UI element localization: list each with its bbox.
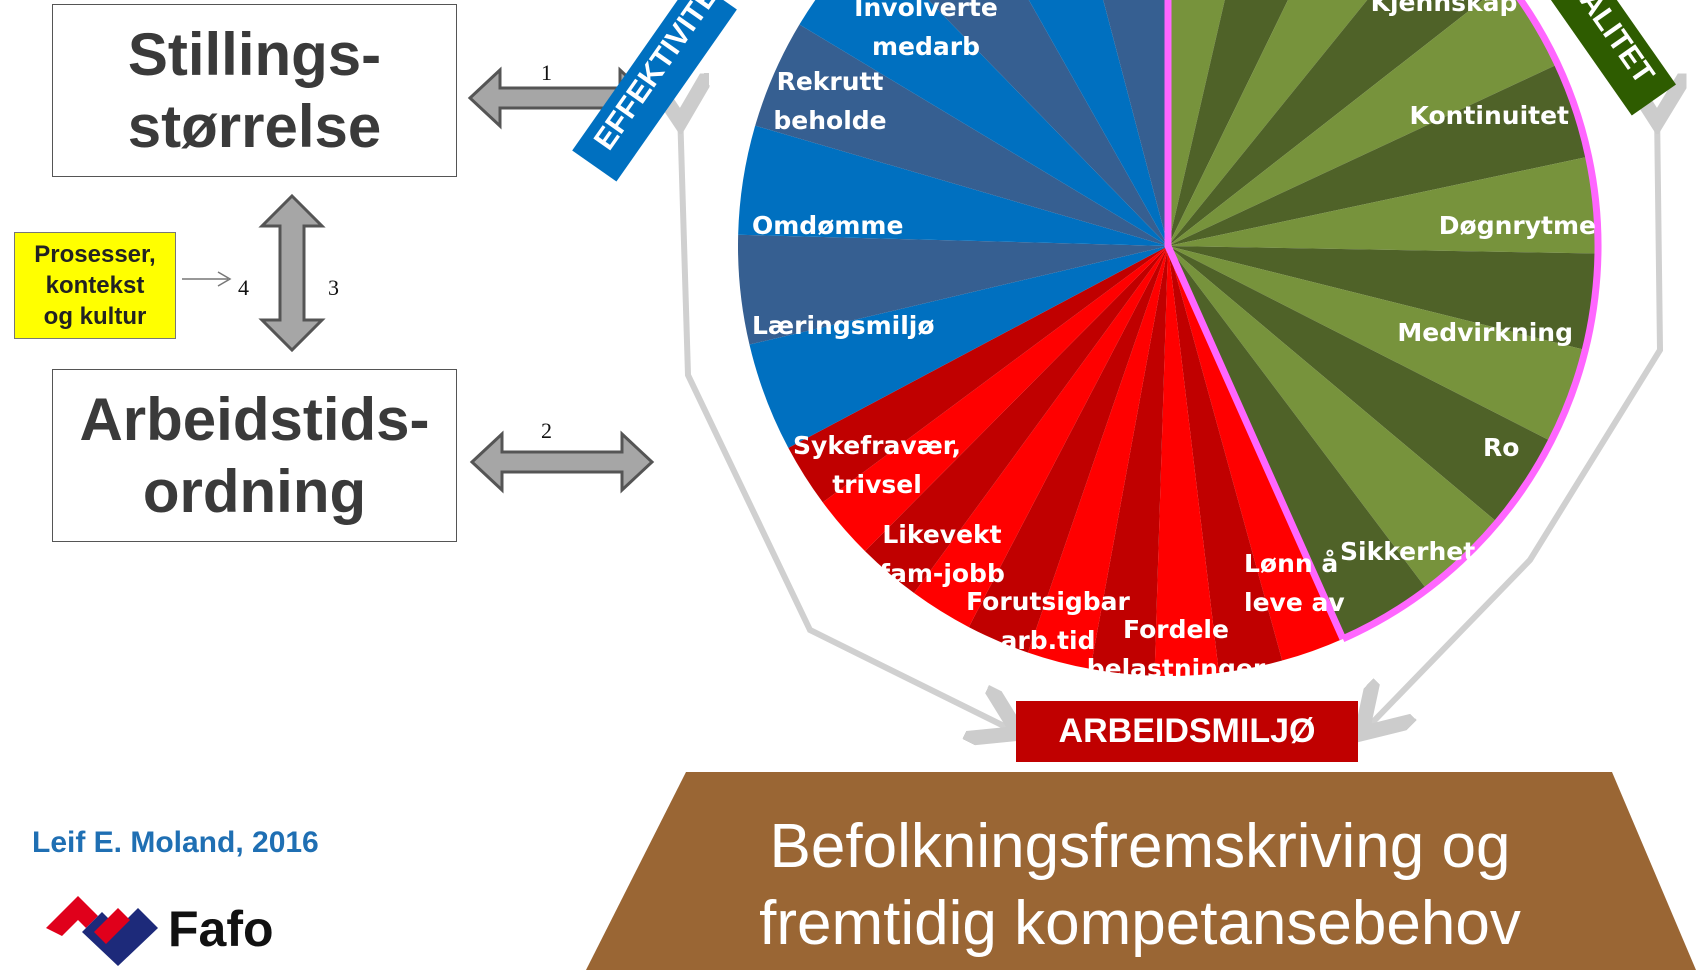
green-slice [1168,0,1288,246]
green-slice [1168,246,1586,442]
label-fordele: Fordele belastninger [1086,615,1266,683]
double-arrow-3 [258,193,326,353]
label-laeringsmiljo: Læringsmiljø [752,311,935,340]
stillingsstorrelse-box: Stillings- størrelse [52,4,457,177]
green-slice [1168,0,1558,246]
stillingsstorrelse-label: Stillings- størrelse [127,20,382,160]
label-forutsigbar: Forutsigbar arb.tid [966,587,1130,655]
blue-slice [1028,0,1168,246]
label-likevekt: Likevekt fam-jobb [879,520,1005,588]
green-slice [1168,156,1598,254]
label-involverte: Involverte medarb [854,0,998,61]
red-slice [1028,246,1168,669]
red-slice [822,246,1168,552]
arrow-number-3: 3 [328,275,339,300]
green-slice [1168,246,1552,523]
red-slice [1090,246,1168,676]
green-slice [1168,0,1368,246]
label-sikkerhet: Sikkerhet [1340,537,1476,566]
red-slice [865,246,1168,593]
blue-slice [738,125,1168,246]
red-slice [914,246,1168,628]
label-kjennskap: Kjennskap [1370,0,1518,17]
arrow-number-4: 4 [238,275,249,300]
author-credit: Leif E. Moland, 2016 [32,826,319,859]
blue-slice [749,246,1168,448]
label-medvirkning: Medvirkning [1397,318,1573,347]
left-cycle-arrow [680,110,1008,728]
blue-slice [799,0,1168,246]
double-arrow-2 [469,430,655,494]
right-cycle-arrow [1370,110,1660,725]
blue-slice [1103,0,1168,246]
prosesser-box: Prosesser, kontekst og kultur [14,232,176,339]
foundation-label: Befolkningsfremskriving og fremtidig kom… [759,812,1521,958]
quality-sector-outline [1164,0,1602,643]
blue-slice [755,24,1168,246]
prosesser-label: Prosesser, kontekst og kultur [34,241,156,330]
green-slice [1168,64,1589,247]
red-slice [1168,246,1283,673]
fafo-wordmark: Fafo [168,901,274,957]
arbeidstidsordning-box: Arbeidstids- ordning [52,369,457,542]
thin-arrow-4 [182,271,232,287]
arbeidsmiljo-banner: ARBEIDSMILJØ [1016,701,1358,762]
red-slice [968,246,1168,653]
red-slice [1154,246,1219,676]
label-kontinuitet: Kontinuitet [1409,101,1569,130]
blue-slice [928,0,1168,246]
label-lonn: Lønn å leve av [1244,549,1345,617]
green-slice [1168,0,1225,246]
label-ro: Ro [1483,433,1520,462]
arbeidstidsordning-label: Arbeidstids- ordning [79,385,430,525]
label-sykefravaer: Sykefravær, trivsel [793,431,961,499]
green-slice [1168,246,1427,639]
green-slice [1168,246,1498,590]
arbeidsmiljo-label: ARBEIDSMILJØ [1058,712,1316,750]
green-slice [1168,0,1483,246]
arrow-number-1: 1 [541,60,552,85]
label-rekrutt: Rekrutt beholde [773,67,887,135]
wheel [738,0,1598,676]
foundation-trapezoid [586,772,1696,970]
label-omdomme: Omdømme [752,211,904,240]
label-dognrytme: Døgnrytme [1438,211,1596,240]
fafo-logo-icon [46,896,158,966]
arrow-number-2: 2 [541,418,552,443]
red-slice [788,246,1168,503]
blue-slice [738,234,1168,345]
green-slice [1168,246,1598,351]
